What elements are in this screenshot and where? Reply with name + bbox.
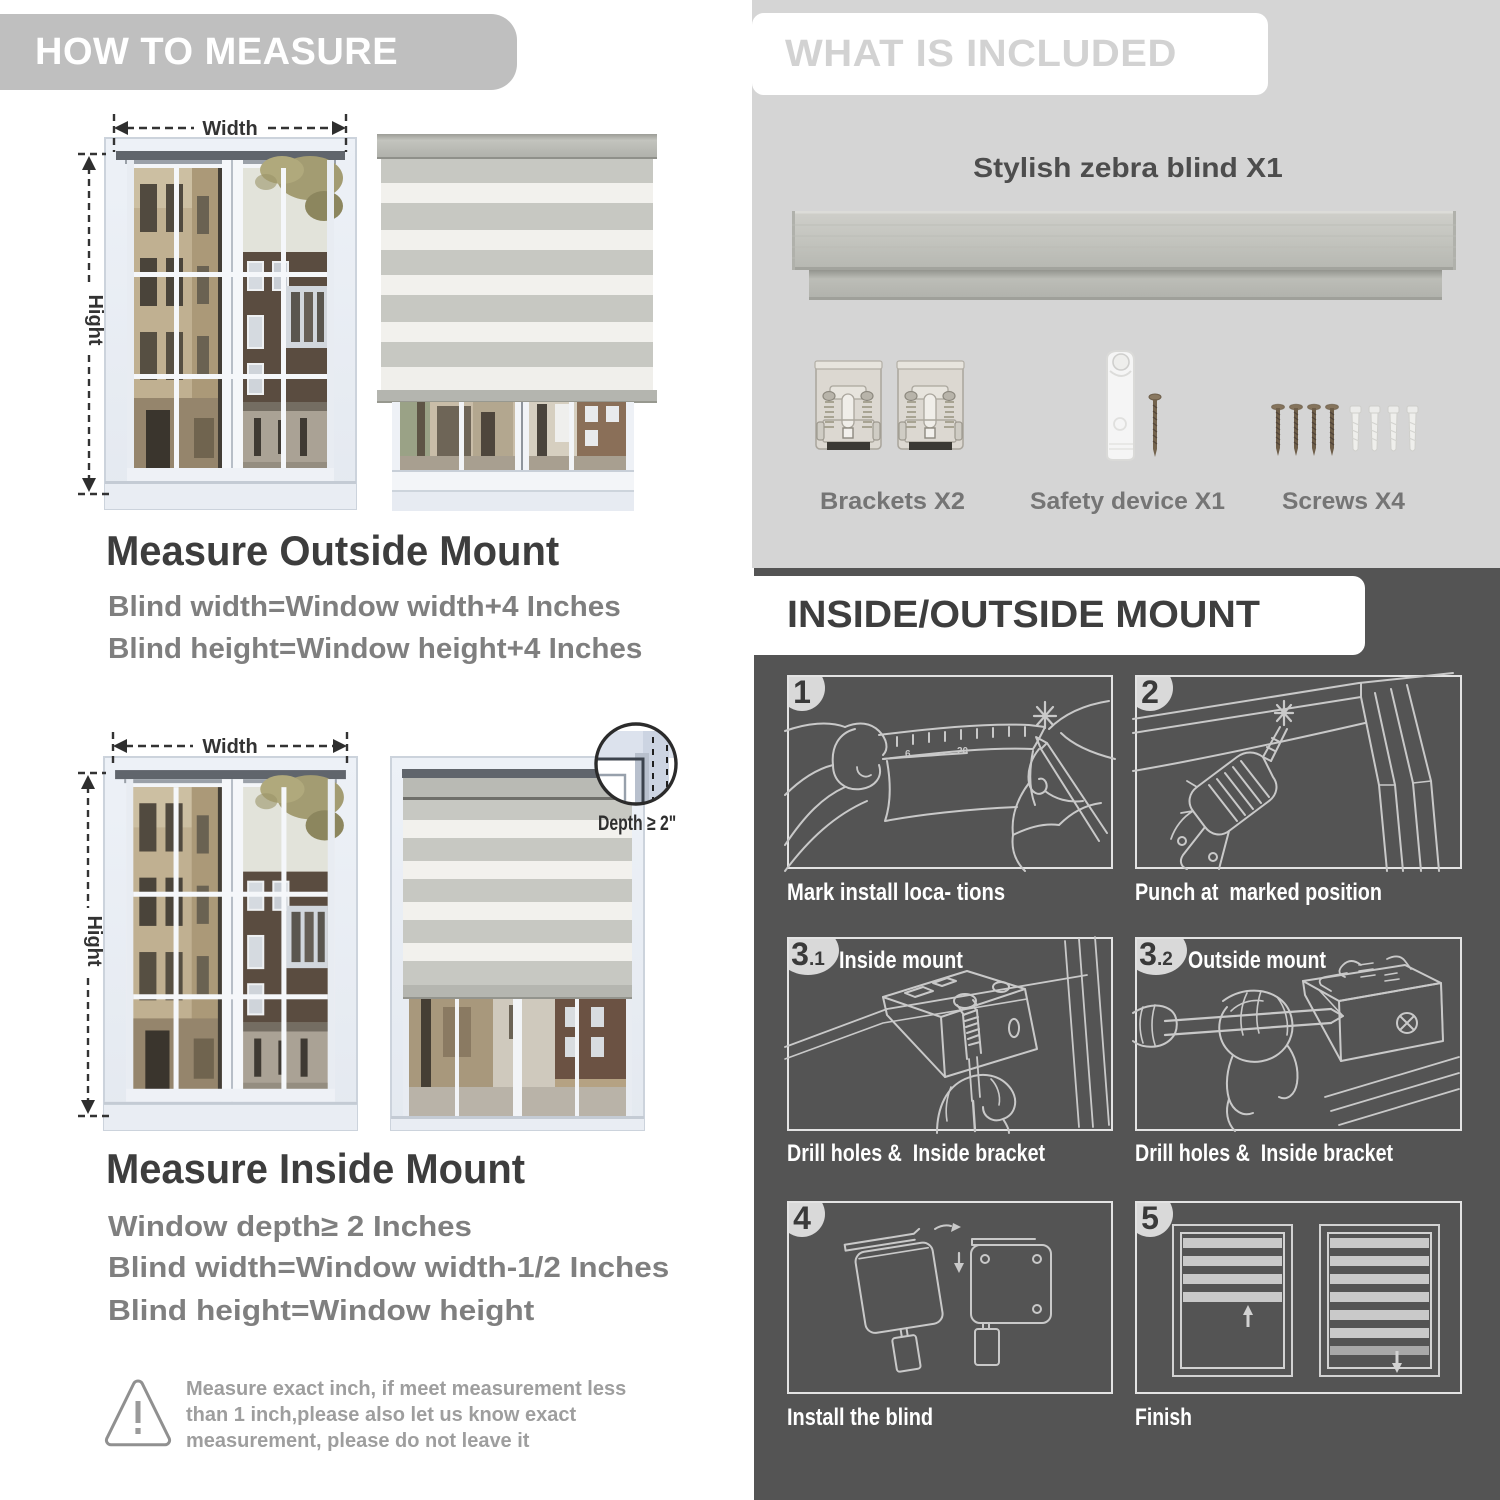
svg-text:Hight: Hight: [84, 294, 106, 345]
svg-text:20: 20: [957, 746, 969, 757]
svg-text:Hight: Hight: [83, 915, 105, 966]
svg-text:Width: Width: [202, 736, 257, 758]
svg-text:6: 6: [905, 749, 911, 760]
svg-text:Width: Width: [202, 118, 257, 140]
